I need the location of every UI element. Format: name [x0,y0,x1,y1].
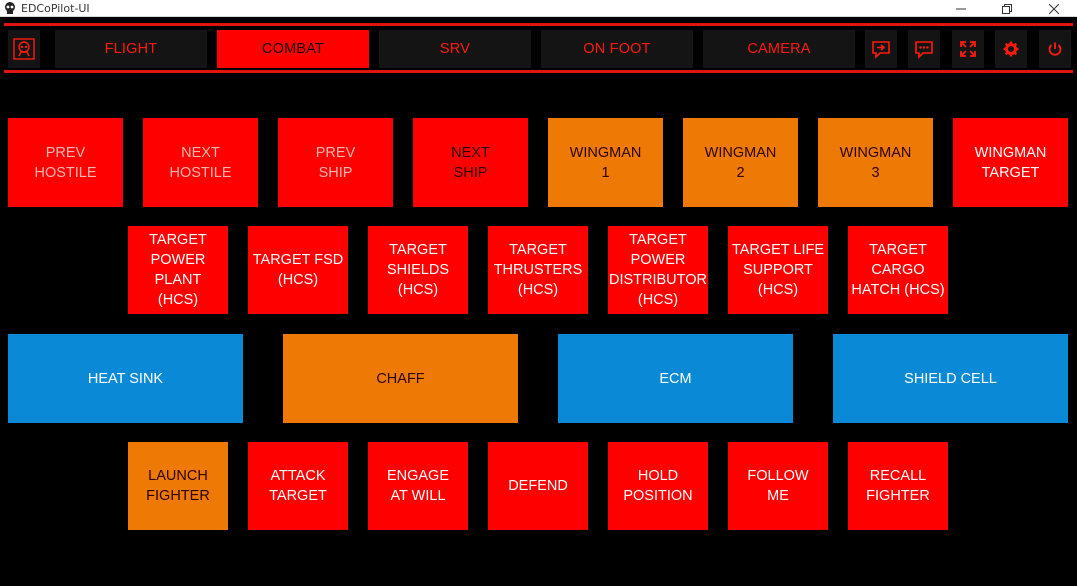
tab-combat[interactable]: COMBAT [217,30,369,68]
minimize-icon [956,8,966,9]
target-fsd-button[interactable]: TARGET FSD (HCS) [248,226,348,314]
ecm-button[interactable]: ECM [558,334,793,423]
tab-on-foot[interactable]: ON FOOT [541,30,693,68]
chat-icon [915,41,933,59]
wingman-3-button[interactable]: WINGMAN 3 [818,118,933,207]
settings-button[interactable] [995,30,1027,68]
fullscreen-button[interactable] [952,30,984,68]
prev-ship-button[interactable]: PREV SHIP [278,118,393,207]
home-logo-button[interactable] [8,30,40,68]
recall-fighter-button[interactable]: RECALL FIGHTER [848,442,948,530]
header-rule-bottom [4,70,1073,73]
target-power-plant-button[interactable]: TARGET POWER PLANT (HCS) [128,226,228,314]
minimize-button[interactable] [938,0,984,17]
attack-target-button[interactable]: ATTACK TARGET [248,442,348,530]
engage-at-will-button[interactable]: ENGAGE AT WILL [368,442,468,530]
close-icon [1049,3,1059,14]
target-life-support-button[interactable]: TARGET LIFE SUPPORT (HCS) [728,226,828,314]
next-hostile-button[interactable]: NEXT HOSTILE [143,118,258,207]
follow-me-button[interactable]: FOLLOW ME [728,442,828,530]
target-cargo-hatch-button[interactable]: TARGET CARGO HATCH (HCS) [848,226,948,314]
wingman-target-button[interactable]: WINGMAN TARGET [953,118,1068,207]
chaff-button[interactable]: CHAFF [283,334,518,423]
logo-icon [13,38,35,60]
restore-icon [1002,3,1012,14]
close-button[interactable] [1031,0,1077,17]
send-message-icon [872,41,890,59]
chat-button[interactable] [908,30,940,68]
hold-position-button[interactable]: HOLD POSITION [608,442,708,530]
expand-icon [960,41,976,57]
gear-icon [1003,41,1019,57]
maximize-button[interactable] [984,0,1030,17]
window-title-bar: EDCoPilot-UI [0,0,1077,17]
send-message-button[interactable] [865,30,897,68]
launch-fighter-button[interactable]: LAUNCH FIGHTER [128,442,228,530]
target-shields-button[interactable]: TARGET SHIELDS (HCS) [368,226,468,314]
window-title: EDCoPilot-UI [21,2,90,15]
wingman-1-button[interactable]: WINGMAN 1 [548,118,663,207]
prev-hostile-button[interactable]: PREV HOSTILE [8,118,123,207]
defend-button[interactable]: DEFEND [488,442,588,530]
wingman-2-button[interactable]: WINGMAN 2 [683,118,798,207]
next-ship-button[interactable]: NEXT SHIP [413,118,528,207]
heat-sink-button[interactable]: HEAT SINK [8,334,243,423]
header-rule-top [4,23,1073,26]
tab-flight[interactable]: FLIGHT [55,30,207,68]
power-icon [1048,42,1062,56]
power-button[interactable] [1039,30,1071,68]
tab-camera[interactable]: CAMERA [703,30,855,68]
shield-cell-button[interactable]: SHIELD CELL [833,334,1068,423]
tab-srv[interactable]: SRV [379,30,531,68]
app-logo-icon [5,2,15,14]
target-power-distributor-button[interactable]: TARGET POWER DISTRIBUTOR (HCS) [608,226,708,314]
target-thrusters-button[interactable]: TARGET THRUSTERS (HCS) [488,226,588,314]
